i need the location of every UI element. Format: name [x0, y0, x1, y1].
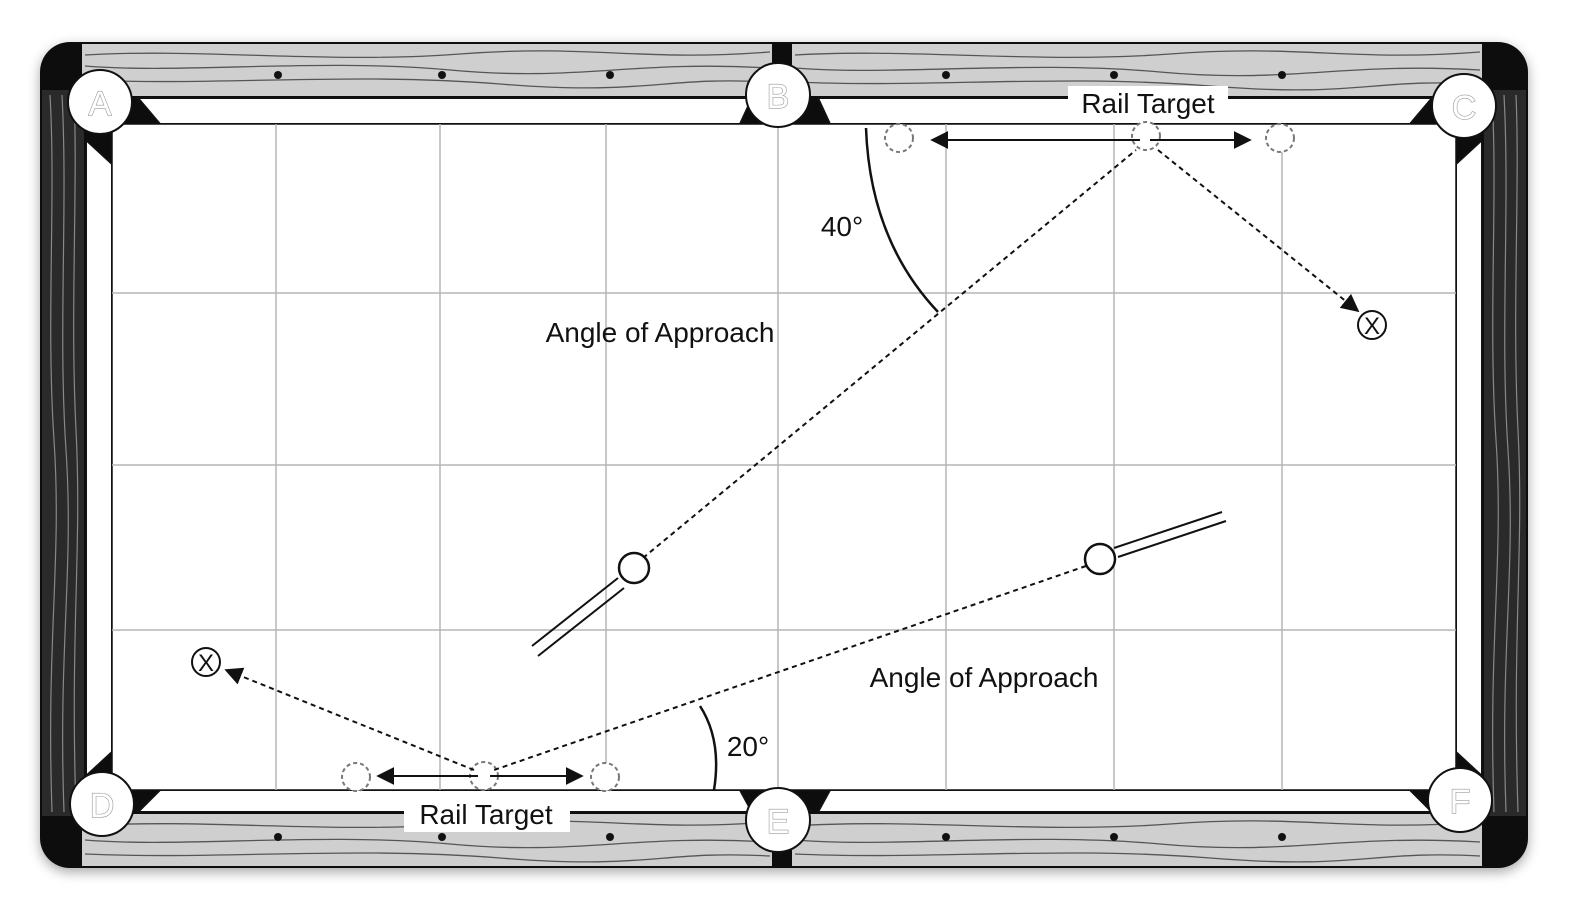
lower-shot: Rail Target 20° X Angle of Approach — [191, 511, 1227, 832]
pocket-f: F — [1427, 767, 1493, 833]
angle-label-40: 40° — [821, 211, 863, 242]
rail-target-label-bg — [404, 798, 570, 832]
ghost-ball — [884, 123, 914, 153]
rebound-path — [1157, 149, 1360, 313]
pocket-label-a: A — [89, 85, 112, 123]
left-rail — [42, 90, 84, 816]
rail-target-label-bottom: Rail Target — [419, 799, 553, 830]
top-rail — [82, 44, 1482, 96]
right-rail — [1484, 90, 1526, 816]
ghost-ball — [590, 762, 620, 792]
cue-stick — [1113, 511, 1223, 549]
svg-text:X: X — [198, 650, 214, 677]
rail-diamonds — [274, 71, 1286, 841]
target-x-icon: X — [1357, 310, 1387, 340]
cue-stick — [531, 577, 619, 647]
angle-arc-40 — [864, 127, 939, 313]
pocket-d: D — [69, 771, 135, 837]
angle-of-approach-label-2: Angle of Approach — [870, 662, 1099, 693]
ghost-ball — [341, 762, 371, 792]
shot-path — [642, 149, 1137, 559]
ghost-ball — [1265, 123, 1295, 153]
rail-target-label-bg — [1068, 86, 1228, 120]
pocket-b: B — [745, 62, 811, 128]
pocket-a: A — [67, 69, 133, 135]
cue-stick — [1117, 520, 1227, 558]
angle-of-approach-label-1: Angle of Approach — [546, 317, 775, 348]
playing-surface — [111, 123, 1457, 791]
ghost-ball — [1131, 121, 1161, 151]
target-x-icon: X — [191, 647, 221, 677]
svg-text:X: X — [1364, 313, 1380, 340]
pocket-label-b: B — [767, 78, 790, 116]
pocket-label-f: F — [1450, 783, 1471, 821]
pocket-c: C — [1431, 73, 1497, 139]
diamond-grid — [112, 124, 1456, 790]
cue-ball — [617, 551, 651, 585]
cushions — [85, 97, 1483, 813]
angle-arc-20 — [698, 705, 718, 791]
pocket-e: E — [745, 787, 811, 853]
pockets: A B C D E F — [67, 62, 1497, 853]
cue-stick — [537, 587, 625, 657]
pocket-label-e: E — [767, 803, 790, 841]
upper-shot: Rail Target 40° X Angle of Approach — [531, 86, 1387, 657]
cue-ball — [1083, 542, 1117, 576]
rail-target-label-top: Rail Target — [1081, 88, 1215, 119]
pocket-label-d: D — [90, 787, 115, 825]
pocket-label-c: C — [1452, 89, 1477, 127]
angle-label-20: 20° — [727, 731, 769, 762]
